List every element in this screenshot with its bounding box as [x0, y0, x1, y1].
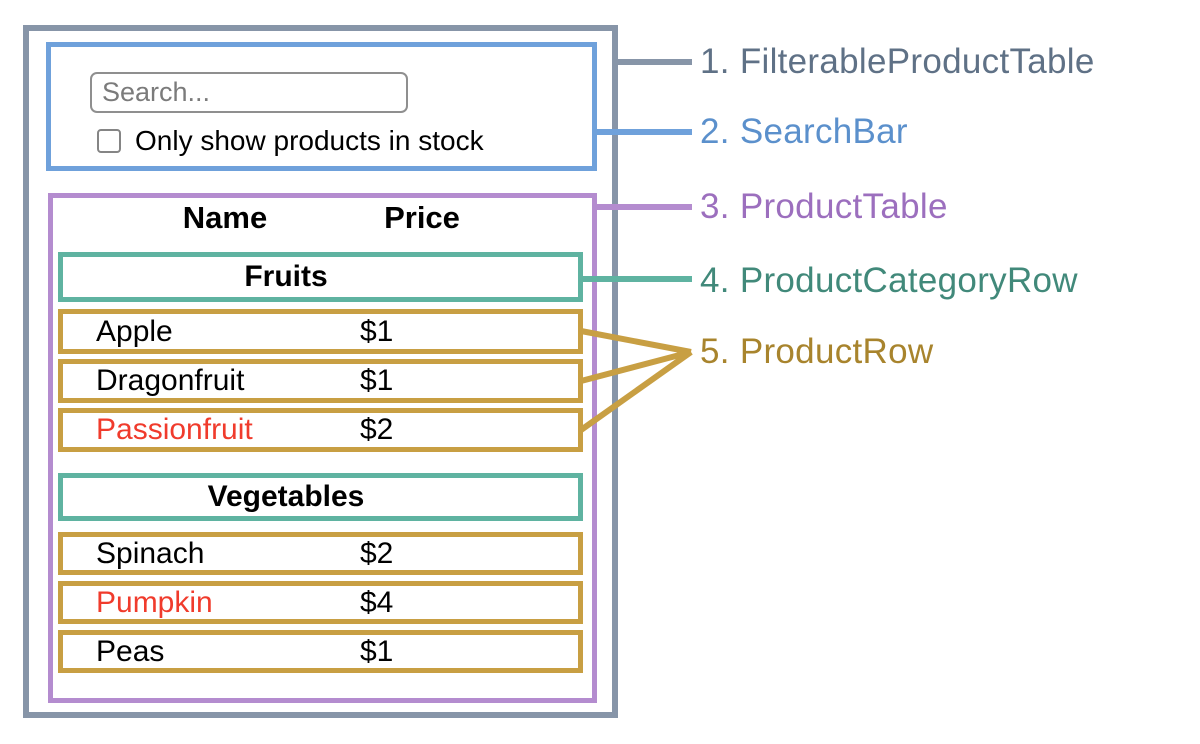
product-price: $4 — [360, 585, 394, 619]
product-price: $2 — [360, 413, 394, 446]
legend-product-category-row: 4. ProductCategoryRow — [700, 261, 1078, 300]
product-name: Apple — [96, 314, 173, 348]
product-price: $1 — [360, 314, 394, 348]
in-stock-checkbox[interactable] — [97, 129, 121, 153]
product-price: $1 — [360, 364, 394, 397]
column-header-name: Name — [182, 200, 268, 235]
product-row-peas: Peas $1 — [58, 630, 583, 673]
legend-search-bar: 2. SearchBar — [700, 112, 908, 151]
column-header-price: Price — [384, 200, 460, 235]
category-row-vegetables: Vegetables — [58, 473, 583, 521]
product-row-dragonfruit: Dragonfruit $1 — [58, 359, 583, 403]
product-name: Spinach — [96, 536, 205, 570]
product-row-passionfruit: Passionfruit $2 — [58, 408, 583, 452]
product-name: Dragonfruit — [96, 364, 245, 397]
legend-filterable-product-table: 1. FilterableProductTable — [700, 42, 1095, 81]
product-name: Peas — [96, 634, 165, 668]
product-price: $2 — [360, 536, 394, 570]
category-label: Fruits — [244, 260, 328, 293]
product-name: Passionfruit — [96, 413, 253, 446]
product-row-apple: Apple $1 — [58, 309, 583, 354]
legend-product-table: 3. ProductTable — [700, 187, 948, 226]
in-stock-checkbox-label: Only show products in stock — [135, 125, 484, 156]
product-row-spinach: Spinach $2 — [58, 532, 583, 575]
product-price: $1 — [360, 634, 394, 668]
legend-product-row: 5. ProductRow — [700, 332, 934, 371]
category-label: Vegetables — [207, 480, 365, 513]
product-row-pumpkin: Pumpkin $4 — [58, 581, 583, 624]
category-row-fruits: Fruits — [58, 252, 583, 302]
product-name: Pumpkin — [96, 585, 213, 619]
search-input[interactable] — [90, 72, 408, 113]
